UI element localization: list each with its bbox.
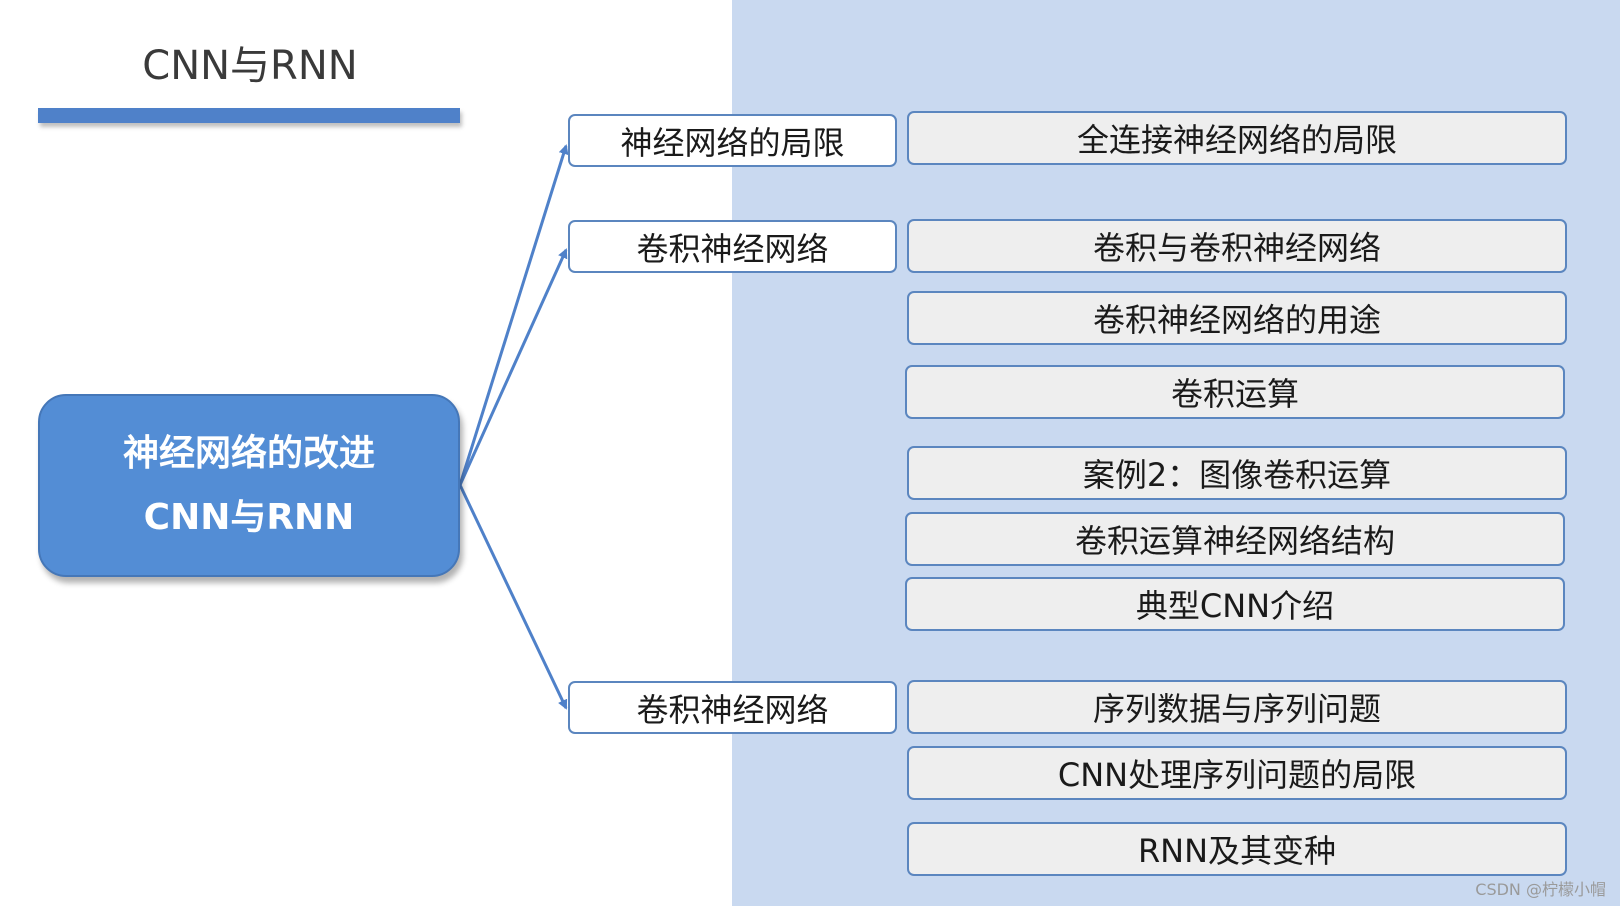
leaf-node[interactable]: RNN及其变种: [907, 822, 1567, 876]
leaf-node[interactable]: 卷积神经网络的用途: [907, 291, 1567, 345]
connector-to-branch-2: [458, 248, 568, 486]
leaf-node[interactable]: 全连接神经网络的局限: [907, 111, 1567, 165]
leaf-node[interactable]: 序列数据与序列问题: [907, 680, 1567, 734]
leaf-node[interactable]: 案例2：图像卷积运算: [907, 446, 1567, 500]
leaf-node[interactable]: 卷积运算神经网络结构: [905, 512, 1565, 566]
connector-to-branch-1: [458, 144, 569, 486]
leaf-node[interactable]: 卷积与卷积神经网络: [907, 219, 1567, 273]
center-topic-line-1: 神经网络的改进: [122, 432, 375, 474]
title-underline-bar: [38, 108, 460, 123]
center-topic-line-2: CNN与RNN: [143, 496, 355, 538]
leaf-node[interactable]: CNN处理序列问题的局限: [907, 746, 1567, 800]
leaf-node[interactable]: 典型CNN介绍: [905, 577, 1565, 631]
slide-title: CNN与RNN: [142, 43, 358, 89]
center-topic-node[interactable]: 神经网络的改进 CNN与RNN: [38, 394, 460, 577]
watermark: CSDN @柠檬小帽: [1475, 880, 1606, 899]
branch-node-1[interactable]: 神经网络的局限: [568, 114, 897, 167]
connector-to-branch-3: [458, 484, 568, 710]
leaf-node[interactable]: 卷积运算: [905, 365, 1565, 419]
branch-node-3[interactable]: 卷积神经网络: [568, 681, 897, 734]
branch-node-2[interactable]: 卷积神经网络: [568, 220, 897, 273]
